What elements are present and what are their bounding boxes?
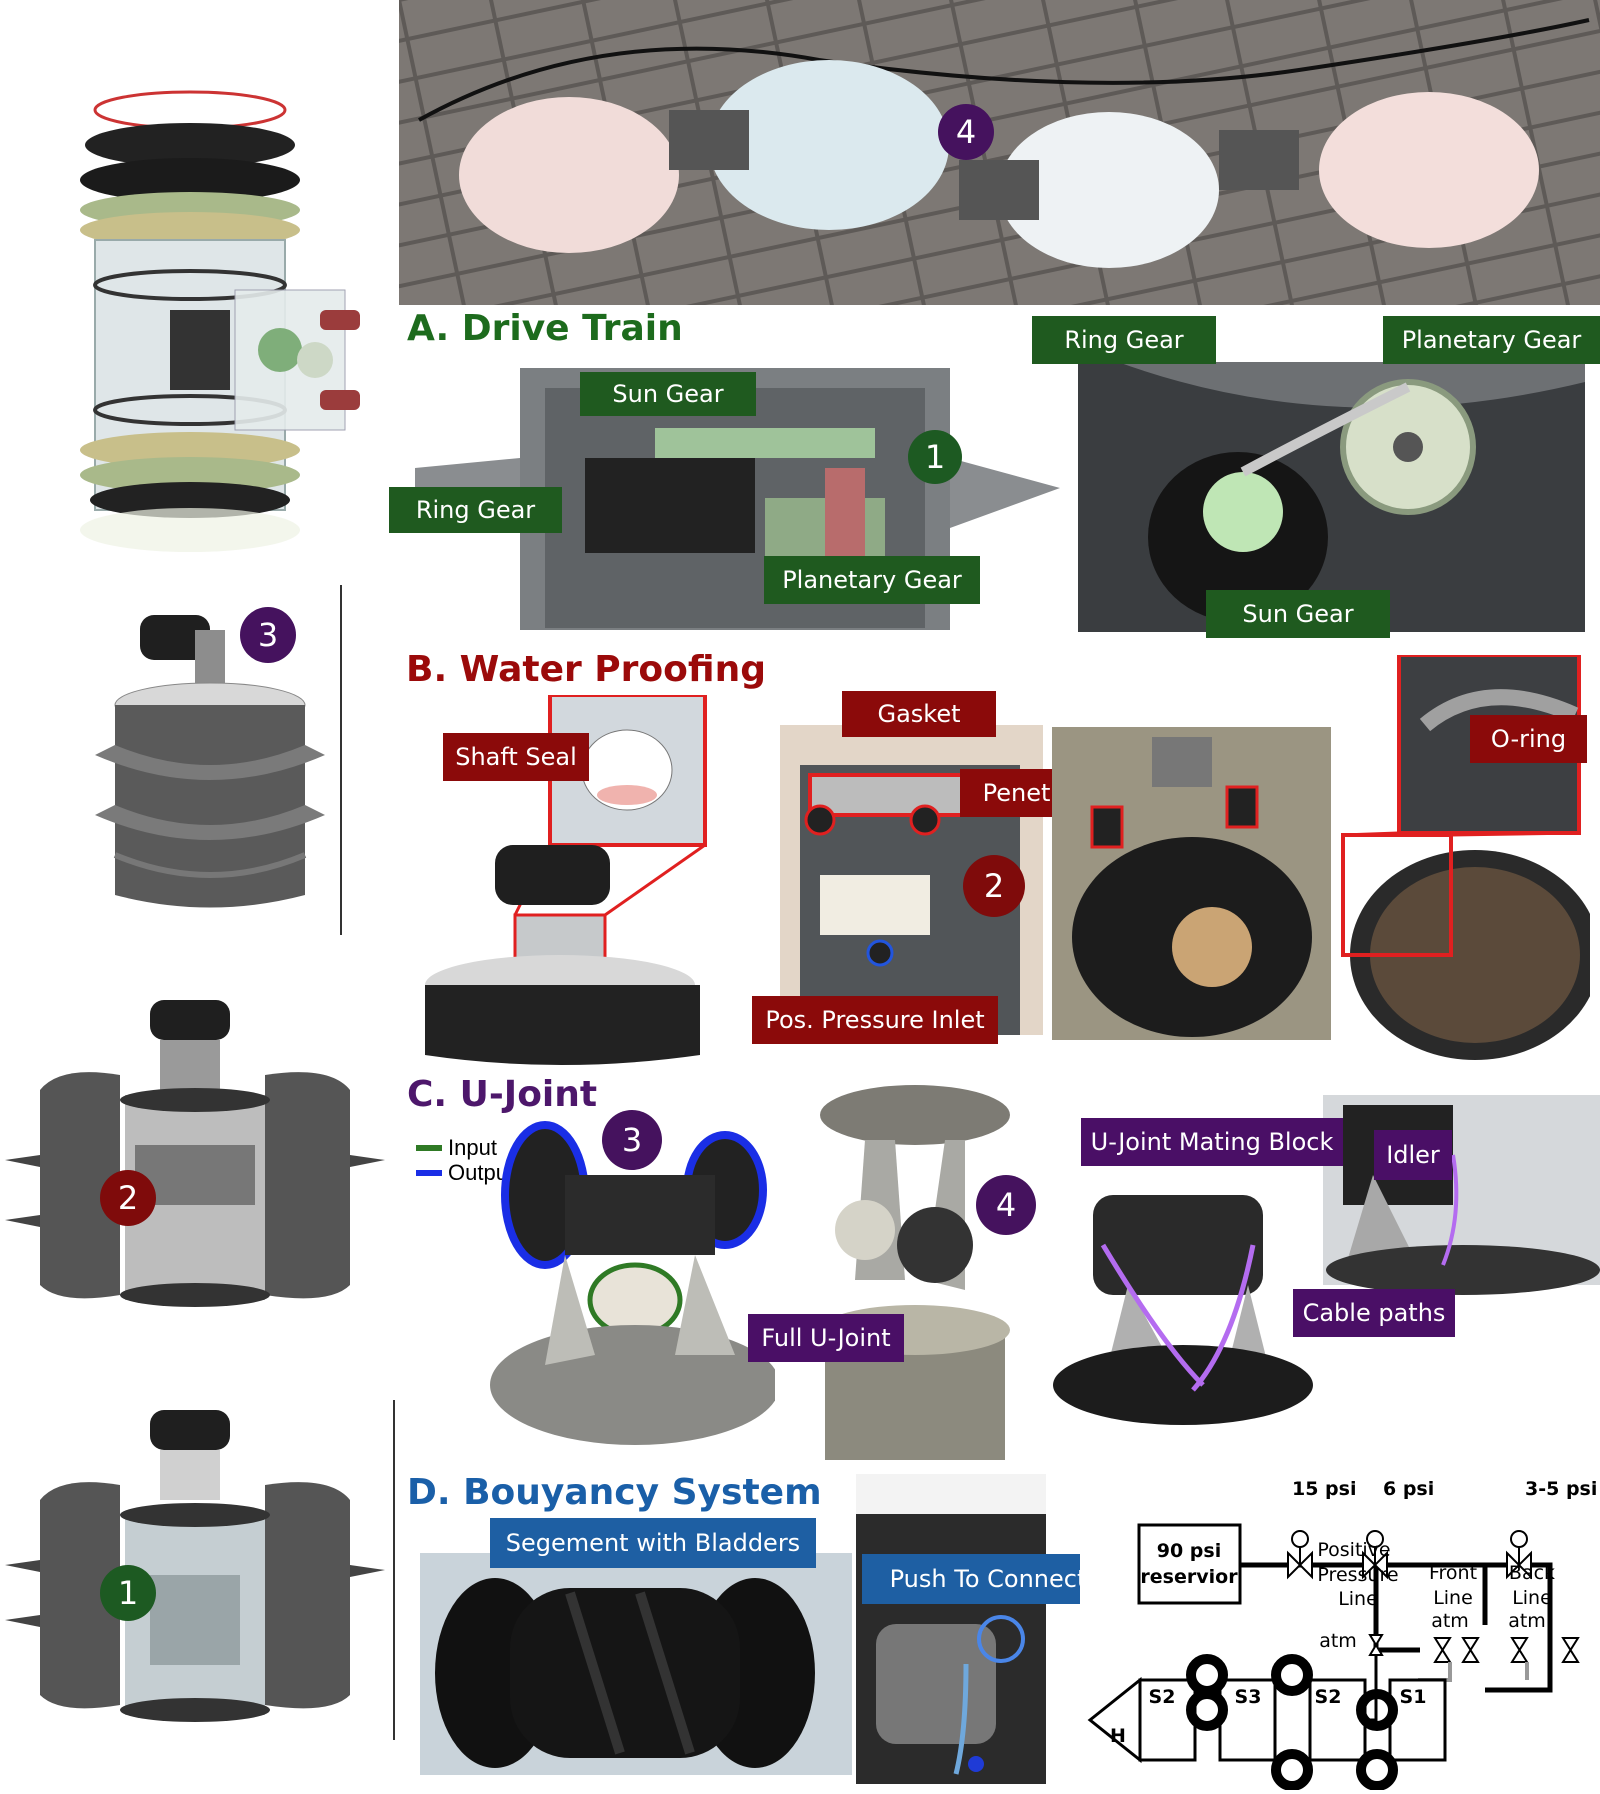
regulator-15-label: 15 psi: [1292, 1478, 1356, 1500]
full-ujoint-photo: [815, 1080, 1025, 1460]
label-full-ujoint: Full U-Joint: [748, 1314, 904, 1362]
label-idler: Idler: [1374, 1130, 1452, 1180]
segment-render-2: [0, 995, 390, 1315]
label-sun-gear-a1: Sun Gear: [580, 372, 756, 416]
atm-label-front: atm: [1431, 1610, 1469, 1632]
regulator-6-label: 6 psi: [1383, 1478, 1434, 1500]
badge-1-drive: 1: [908, 430, 962, 484]
badge-4-top: 4: [938, 104, 994, 160]
section-d-title: D. Bouyancy System: [407, 1472, 822, 1513]
regulator-3-5-icon: [1506, 1530, 1532, 1580]
legend-output-swatch: [416, 1170, 442, 1176]
ujoint-photo-input-output: [485, 1115, 775, 1445]
valve-back-line-icons: [1510, 1637, 1580, 1663]
label-mating-block: U-Joint Mating Block: [1081, 1118, 1343, 1166]
segment-train: [1087, 1654, 1447, 1791]
vertical-divider: [340, 585, 342, 935]
label-ring-gear-a1: Ring Gear: [389, 487, 562, 533]
legend-input-swatch: [416, 1145, 442, 1151]
reservoir-label-2: reservior: [1140, 1566, 1238, 1588]
regulator-3-5-label: 3-5 psi: [1525, 1478, 1597, 1500]
segment-h-label: H: [1110, 1725, 1126, 1747]
section-b-title: B. Water Proofing: [406, 649, 766, 690]
badge-2-left: 2: [100, 1170, 156, 1226]
back-line-label-2: Line: [1512, 1587, 1552, 1609]
segment-s2b-label: S2: [1315, 1686, 1342, 1708]
label-push-to-connect: Push To Connect: [862, 1554, 1114, 1604]
label-planetary-gear-a2: Planetary Gear: [1383, 316, 1600, 364]
back-line-label-1: Back: [1509, 1562, 1555, 1584]
label-oring: O-ring: [1470, 715, 1587, 763]
section-c-title: C. U-Joint: [407, 1074, 598, 1115]
positive-label-3: Line: [1338, 1588, 1378, 1610]
legend-input: Input: [416, 1135, 497, 1161]
reservoir-label-1: 90 psi: [1157, 1540, 1221, 1562]
segment-s3-label: S3: [1235, 1686, 1262, 1708]
front-line-label-2: Line: [1433, 1587, 1473, 1609]
label-ring-gear-a2: Ring Gear: [1032, 316, 1216, 364]
drive-train-section-view: [415, 368, 1060, 630]
pneumatic-schematic: 90 psi reservior 15 psi 6 psi 3-5 psi Po…: [1080, 1465, 1600, 1791]
atm-label-back: atm: [1508, 1610, 1546, 1632]
regulator-6-icon: [1362, 1530, 1388, 1580]
drive-train-gear-closeup: [1078, 362, 1585, 632]
label-sun-gear-a2: Sun Gear: [1206, 590, 1390, 638]
label-segment-bladders: Segement with Bladders: [490, 1518, 816, 1568]
segment-bladders-photo: [420, 1553, 852, 1775]
positive-label-1: Positive: [1317, 1539, 1390, 1561]
label-pressure-inlet: Pos. Pressure Inlet: [752, 996, 998, 1044]
valve-atm-positive-icon: [1368, 1634, 1384, 1656]
label-shaft-seal: Shaft Seal: [443, 733, 589, 781]
badge-2-waterproof: 2: [963, 855, 1025, 917]
segment-render-1: [0, 1405, 390, 1745]
badge-3-left: 3: [240, 607, 296, 663]
label-cable-paths: Cable paths: [1293, 1289, 1455, 1337]
legend-input-label: Input: [448, 1135, 497, 1160]
push-to-connect-photo: [856, 1474, 1046, 1784]
vertical-divider-lower: [393, 1400, 395, 1740]
label-planetary-gear-a1: Planetary Gear: [764, 556, 980, 604]
segment-s1-label: S1: [1400, 1686, 1427, 1708]
regulator-15-icon: [1287, 1530, 1313, 1580]
positive-label-2: Pressure: [1317, 1564, 1398, 1586]
reservoir-box: [1137, 1523, 1242, 1605]
section-a-title: A. Drive Train: [407, 308, 683, 349]
badge-3-ujoint: 3: [602, 1110, 662, 1170]
segment-render-3: [80, 605, 340, 915]
segment-s2a-label: S2: [1149, 1686, 1176, 1708]
shaft-seal-render: [400, 695, 710, 1065]
valve-front-line-icons: [1433, 1637, 1480, 1663]
robot-chain-photo: [399, 0, 1600, 305]
oring-photo: [1335, 655, 1590, 1060]
exploded-segment-render: [40, 70, 380, 580]
atm-label-positive: atm: [1319, 1630, 1357, 1652]
penetrators-photo: [1052, 727, 1331, 1040]
front-line-label-1: Front: [1429, 1562, 1477, 1584]
label-gasket: Gasket: [842, 691, 996, 737]
badge-4-ujoint: 4: [976, 1175, 1036, 1235]
badge-1-left: 1: [100, 1565, 156, 1621]
